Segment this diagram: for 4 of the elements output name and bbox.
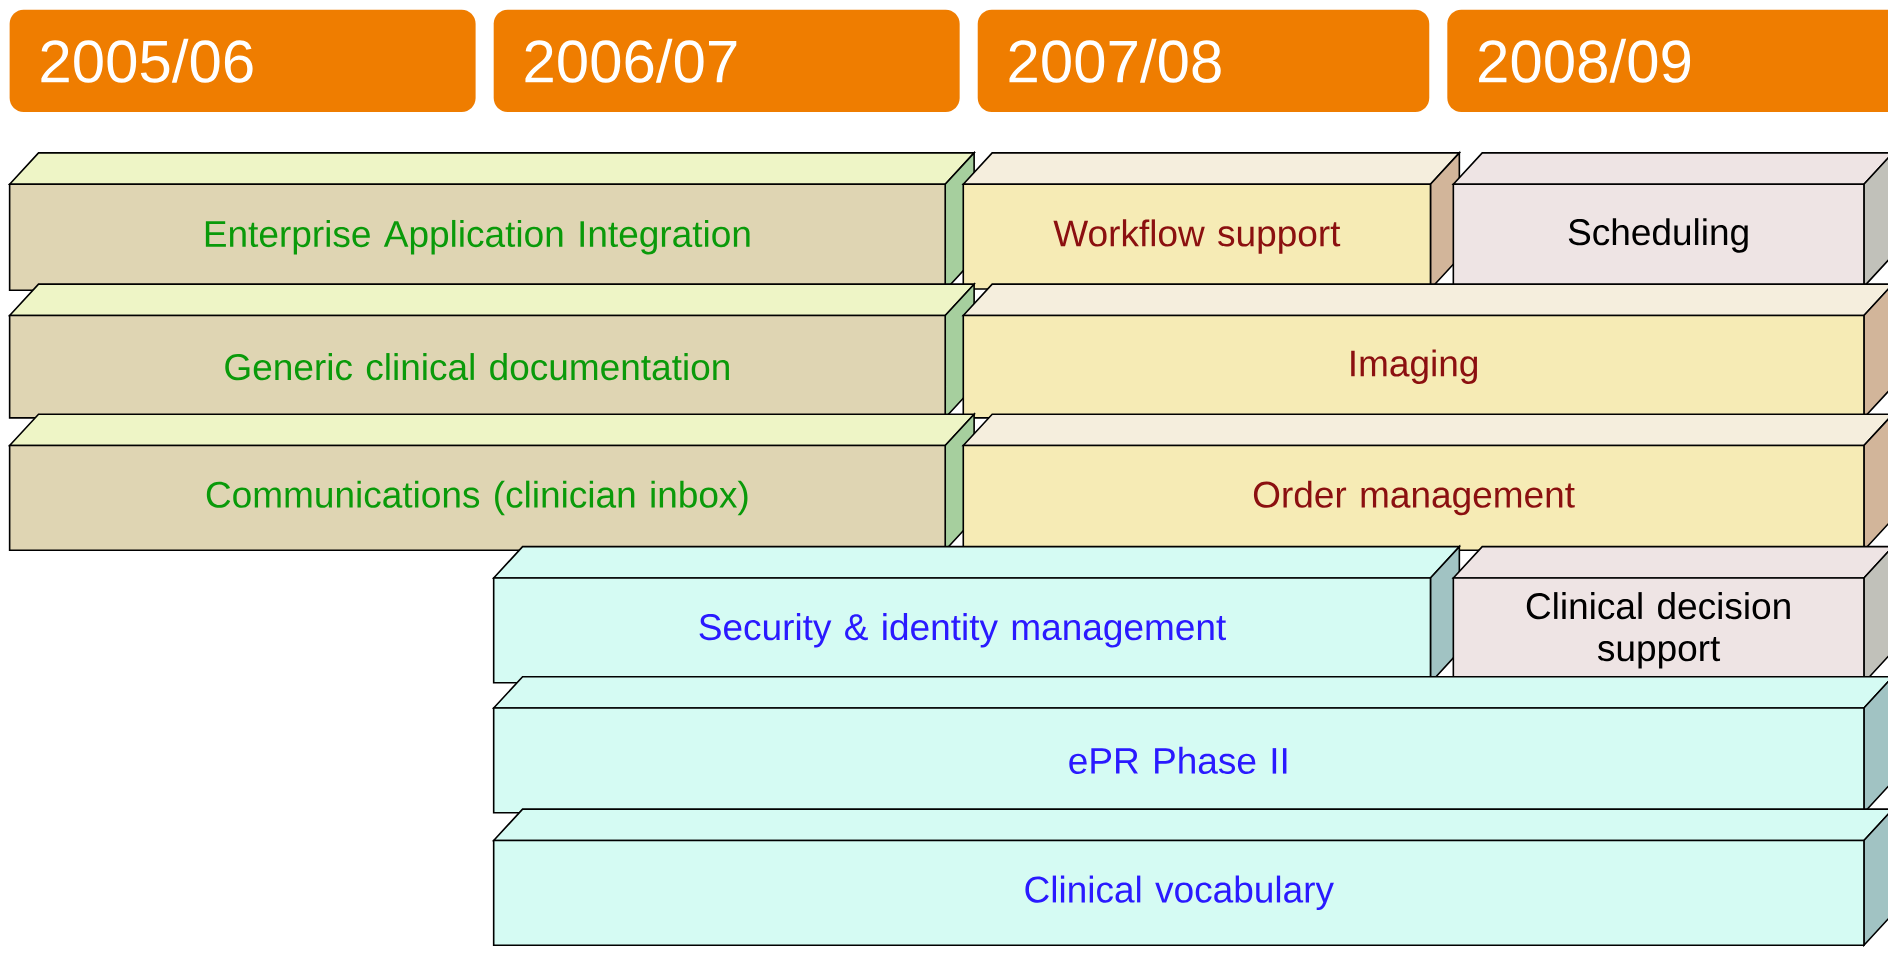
- year-header: 2008/09: [1447, 9, 1888, 113]
- year-header: 2005/06: [9, 9, 476, 113]
- year-header: 2006/07: [493, 9, 960, 113]
- year-header: 2007/08: [977, 9, 1430, 113]
